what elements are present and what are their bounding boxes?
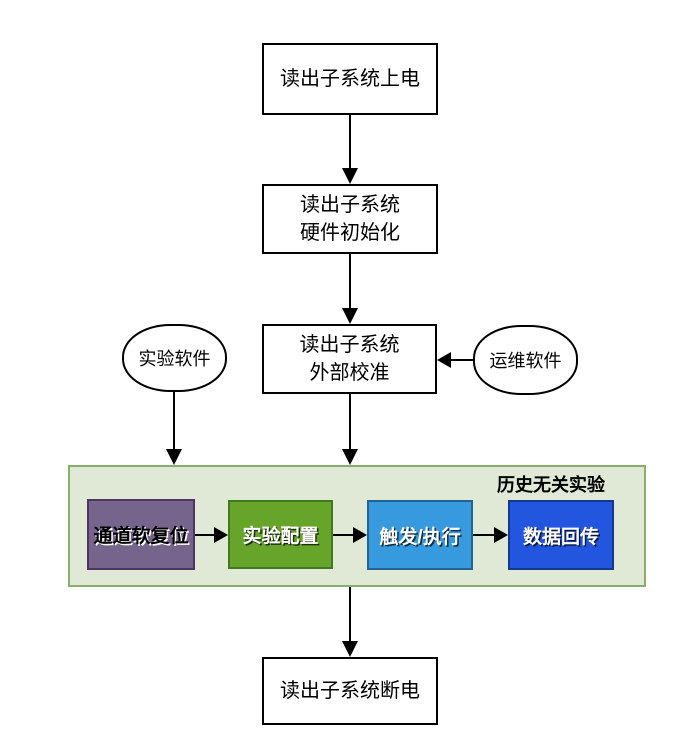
node-power-off: 读出子系统断电 [262,657,438,725]
arrow-ops-software-to-calibration-head [437,352,451,368]
arrow-exp-software-to-container-head [166,449,182,465]
arrow-config-to-trigger-line [333,534,353,536]
arrow-container-to-power-off-line [349,587,351,641]
arrow-calibration-to-container-head [342,449,358,465]
node-ops-software: 运维软件 [473,325,578,395]
node-trigger-execute: 触发/执行 [367,500,473,570]
node-experiment-config: 实验配置 [228,500,333,569]
arrow-power-on-to-hw-init-line [349,115,351,169]
node-external-calibration: 读出子系统 外部校准 [262,324,437,394]
arrow-trigger-to-data-upload-head [494,527,508,543]
arrow-trigger-to-data-upload-line [473,534,494,536]
node-hw-init: 读出子系统 硬件初始化 [262,184,438,254]
node-channel-soft-reset: 通道软复位 [87,499,195,570]
arrow-config-to-trigger-head [353,527,367,543]
node-power-on: 读出子系统上电 [262,43,438,115]
node-data-upload: 数据回传 [508,500,614,570]
arrow-container-to-power-off-head [342,641,358,657]
arrow-soft-reset-to-config-head [214,527,228,543]
arrow-soft-reset-to-config-line [195,534,214,536]
arrow-exp-software-to-container-line [173,392,175,450]
arrow-power-on-to-hw-init-head [342,168,358,184]
node-experiment-software: 实验软件 [122,324,227,392]
arrow-hw-init-to-calibration-line [349,254,351,308]
arrow-calibration-to-container-line [349,394,351,450]
arrow-ops-software-to-calibration-line [451,359,473,361]
container-label: 历史无关实验 [497,475,605,495]
arrow-hw-init-to-calibration-head [342,308,358,324]
